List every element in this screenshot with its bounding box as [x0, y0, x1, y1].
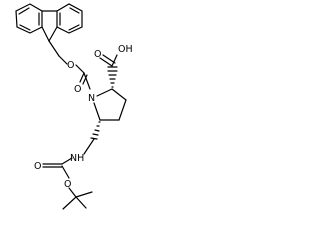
- fluorene-right-double-bond: [68, 24, 80, 31]
- fluorene-right-ring: [56, 3, 83, 34]
- c9-ch2-bond: [48, 40, 60, 57]
- ring-nitrogen-label: N: [88, 93, 95, 104]
- fmoc-c-o-double-bond: [79, 72, 85, 83]
- carboxyl-hydroxyl-label: OH: [118, 44, 133, 55]
- amine-label: NH: [70, 153, 84, 164]
- ring-bond-c2-c3: [111, 88, 127, 101]
- hashed-wedge-bond: [90, 121, 101, 140]
- ch2-nh-bond: [83, 138, 95, 155]
- boc-aminomethyl-group: [42, 121, 101, 210]
- fluorene-left-double-bond: [19, 24, 31, 31]
- hashed-wedge-bond: [107, 66, 118, 88]
- carboxyl-carbonyl-oxygen-label: O: [94, 49, 101, 60]
- tbu-methyl-bond: [62, 196, 77, 210]
- ring-bond-c5-n: [93, 102, 101, 121]
- boc-ester-oxygen-label: O: [64, 179, 71, 190]
- carbonyl-n-bond: [83, 72, 91, 90]
- fmoc-carbonyl-oxygen-label: O: [74, 84, 81, 95]
- fmoc-linker: [48, 40, 91, 90]
- fluorene-left-double-bond: [18, 7, 30, 15]
- ring-bond-n-c2: [96, 88, 113, 97]
- carboxyl-c-o-bond: [99, 57, 113, 67]
- boc-carbonyl-oxygen-label: O: [34, 161, 41, 172]
- tbu-methyl-bond: [75, 196, 87, 209]
- fluorene-right-double-bond: [69, 7, 80, 14]
- fmoc-c-o-double-bond: [82, 74, 88, 85]
- ring-bond-c3-c4: [118, 99, 127, 121]
- carboxyl-c-o-bond: [102, 54, 116, 64]
- ch2-o-bond: [58, 55, 68, 65]
- o-carbonyl-bond: [75, 64, 85, 74]
- carboxyl-c-oh-bond: [111, 54, 118, 67]
- pyrrolidine-ring: [93, 54, 127, 121]
- fluorenyl-group: [15, 3, 83, 42]
- structural-formula: OH O N O O NH O O: [15, 3, 133, 210]
- boc-carbonyl-o-bond: [61, 165, 70, 179]
- fluorene-c9-bond: [41, 26, 50, 42]
- fmoc-ester-oxygen-label: O: [67, 60, 74, 71]
- tbu-methyl-bond: [75, 191, 93, 198]
- boc-o-tbu-bond: [68, 187, 77, 198]
- fluorene-c9-bond: [48, 26, 58, 42]
- nh-carbonyl-bond: [61, 157, 73, 165]
